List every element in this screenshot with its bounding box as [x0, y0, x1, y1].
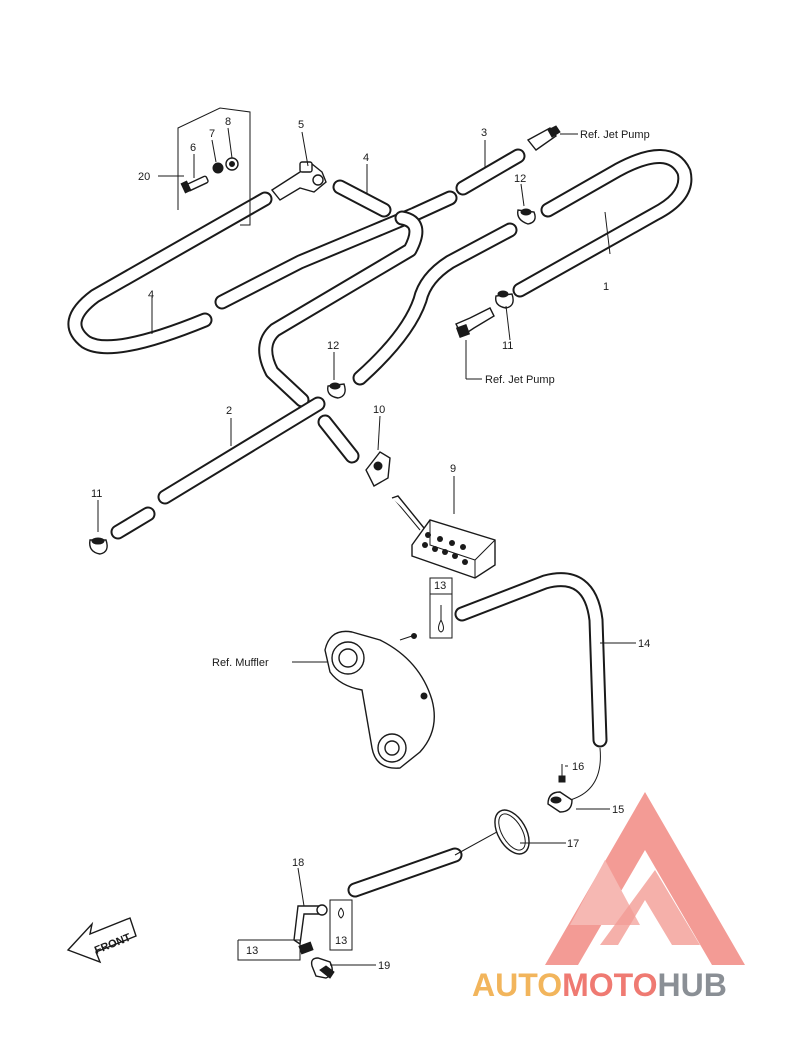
label-9: 9	[450, 463, 456, 475]
part-19-nozzle	[310, 957, 335, 979]
part-15-clamp	[547, 791, 573, 813]
label-1: 1	[603, 281, 609, 293]
jet-pump-fitting-mid	[455, 307, 495, 339]
hose-short-to-10	[317, 414, 360, 464]
hose-lower-long	[347, 821, 516, 898]
label-14: 14	[638, 638, 650, 650]
label-10: 10	[373, 404, 385, 416]
part-13-upper-box	[429, 577, 453, 639]
clamp-12-upper	[517, 208, 536, 225]
label-6: 6	[190, 142, 196, 154]
label-4-left: 4	[148, 289, 154, 301]
hose-14	[454, 572, 608, 801]
label-13-upper: 13	[434, 580, 446, 592]
hose-long-diagonal	[214, 190, 458, 310]
label-12-upper: 12	[514, 173, 526, 185]
hose-right-s	[352, 222, 518, 386]
watermark-text: AUTOMOTOHUB	[472, 967, 727, 1003]
bolt-washer-group	[177, 107, 251, 226]
label-20: 20	[138, 171, 150, 183]
label-5: 5	[298, 119, 304, 131]
part-16-screw	[558, 764, 566, 783]
part-13-left-box	[237, 939, 314, 961]
hose-2	[157, 396, 326, 505]
hose-4-left-loop	[67, 191, 273, 355]
label-11-right: 11	[502, 340, 513, 352]
clamp-12-lower	[327, 382, 346, 399]
hose-short-left	[110, 506, 156, 540]
label-15: 15	[612, 804, 624, 816]
label-2: 2	[226, 405, 232, 417]
part-10-fitting	[365, 451, 391, 487]
hose-4-short	[332, 179, 392, 218]
label-13-left: 13	[246, 945, 258, 957]
label-18: 18	[292, 857, 304, 869]
hose-3	[455, 148, 526, 196]
watermark-auto: AUTOMOTOHUB	[472, 967, 727, 1003]
label-19: 19	[378, 960, 390, 972]
leader-lines	[97, 127, 636, 966]
clamp-11-right	[495, 290, 514, 309]
part-13-lower-box	[329, 899, 353, 951]
hose-middle-s	[258, 210, 424, 408]
ref-jet-pump-top: Ref. Jet Pump	[580, 129, 650, 141]
label-8: 8	[225, 116, 231, 128]
part-5-joint	[270, 161, 327, 201]
front-arrow: FRONT	[66, 917, 137, 964]
part-17-ring	[494, 809, 530, 855]
label-4-top: 4	[363, 152, 369, 164]
part-18-pipe	[293, 904, 328, 946]
hose-1-right-loop	[512, 149, 693, 298]
label-11-left: 11	[91, 488, 102, 500]
part-number-labels: 1 2 3 4 4 5 6 7 8 9 10 11 11 12 12 13 13…	[91, 116, 650, 972]
clamp-11-left	[89, 537, 108, 555]
watermark-logo	[545, 792, 745, 965]
label-16: 16	[572, 761, 584, 773]
reference-labels: Ref. Jet Pump Ref. Jet Pump Ref. Muffler	[212, 129, 650, 669]
label-17: 17	[567, 838, 579, 850]
ref-muffler: Ref. Muffler	[212, 657, 269, 669]
label-7: 7	[209, 128, 215, 140]
label-3: 3	[481, 127, 487, 139]
label-13-lower: 13	[335, 935, 347, 947]
label-12-lower: 12	[327, 340, 339, 352]
ref-jet-pump-mid: Ref. Jet Pump	[485, 374, 555, 386]
muffler	[324, 630, 435, 769]
part-9-box	[391, 495, 496, 579]
jet-pump-fitting-top	[526, 125, 561, 151]
